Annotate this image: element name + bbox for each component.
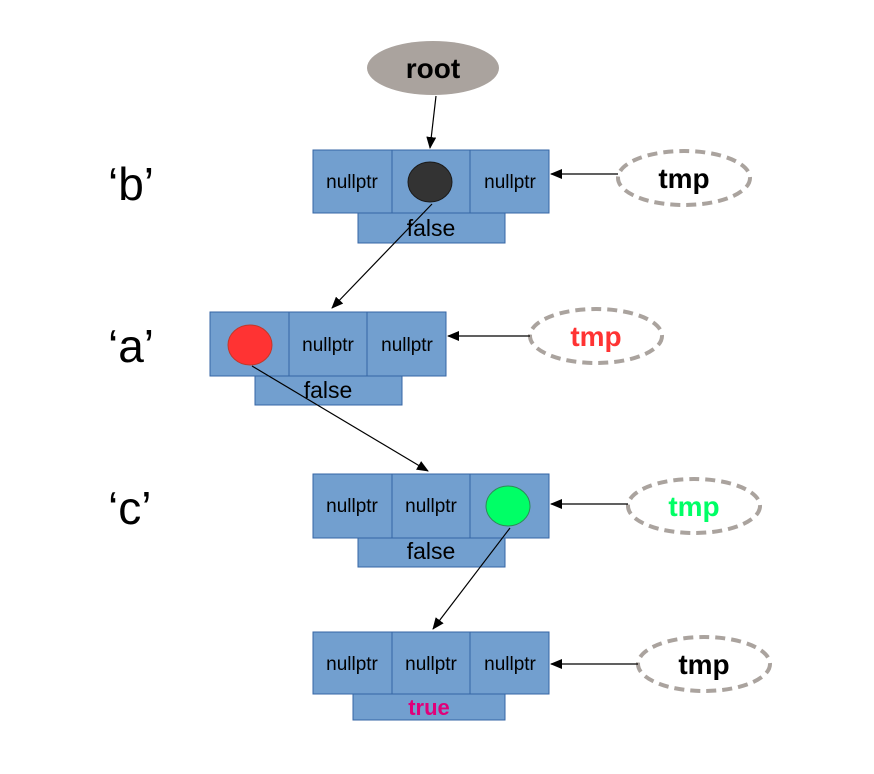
flag-text: false — [304, 377, 353, 403]
flag-box — [254, 373, 403, 406]
child-cell — [366, 311, 447, 377]
cell-text: nullptr — [484, 654, 536, 675]
root-arrow — [426, 95, 437, 149]
cell-text: nullptr — [326, 496, 378, 517]
cell-text: nullptr — [405, 654, 457, 675]
tmp-label: tmp — [678, 649, 729, 680]
edge-c-to-leaf — [432, 527, 511, 630]
flag-text-true: true — [408, 695, 450, 720]
cell-text: nullptr — [381, 335, 433, 356]
child-cell — [288, 311, 368, 377]
trie-node-leaf: true nullptr nullptr nullptr tmp — [312, 631, 772, 721]
child-pointer-dot — [227, 324, 273, 366]
child-cell — [391, 631, 471, 695]
tmp-pointer-ellipse — [626, 477, 762, 535]
edge-b-to-a — [331, 203, 433, 309]
flag-box — [352, 691, 506, 721]
root-node: root — [367, 41, 499, 95]
cell-text: nullptr — [484, 172, 536, 193]
root-ellipse — [367, 41, 499, 95]
row-label-a: ‘a’ — [108, 320, 154, 372]
flag-box — [357, 535, 506, 568]
child-cell — [312, 149, 393, 214]
flag-text: false — [407, 215, 456, 241]
edge-a-to-c — [251, 365, 429, 472]
trie-node-a: ‘a’ false nullptr nullptr tmp — [108, 307, 664, 406]
trie-node-c: ‘c’ false nullptr nullptr tmp — [108, 473, 762, 568]
child-cell — [391, 473, 471, 539]
row-label-c: ‘c’ — [108, 482, 151, 534]
trie-node-b: ‘b’ false nullptr nullptr tmp — [108, 149, 752, 244]
row-label-b: ‘b’ — [108, 158, 154, 210]
child-cell — [469, 149, 550, 214]
child-pointer-dot — [485, 485, 531, 527]
child-cell — [469, 631, 550, 695]
tmp-label: tmp — [668, 491, 719, 522]
tmp-label: tmp — [570, 321, 621, 352]
cell-text: nullptr — [326, 654, 378, 675]
flag-box — [357, 211, 506, 244]
cell-text: nullptr — [405, 496, 457, 517]
flag-text: false — [407, 538, 456, 564]
tmp-pointer-ellipse — [616, 149, 752, 207]
child-cell — [312, 631, 393, 695]
child-pointer-dot — [407, 161, 453, 203]
cell-text: nullptr — [326, 172, 378, 193]
cell-text: nullptr — [302, 335, 354, 356]
child-cell — [312, 473, 393, 539]
root-label: root — [406, 53, 460, 84]
tmp-label: tmp — [658, 163, 709, 194]
